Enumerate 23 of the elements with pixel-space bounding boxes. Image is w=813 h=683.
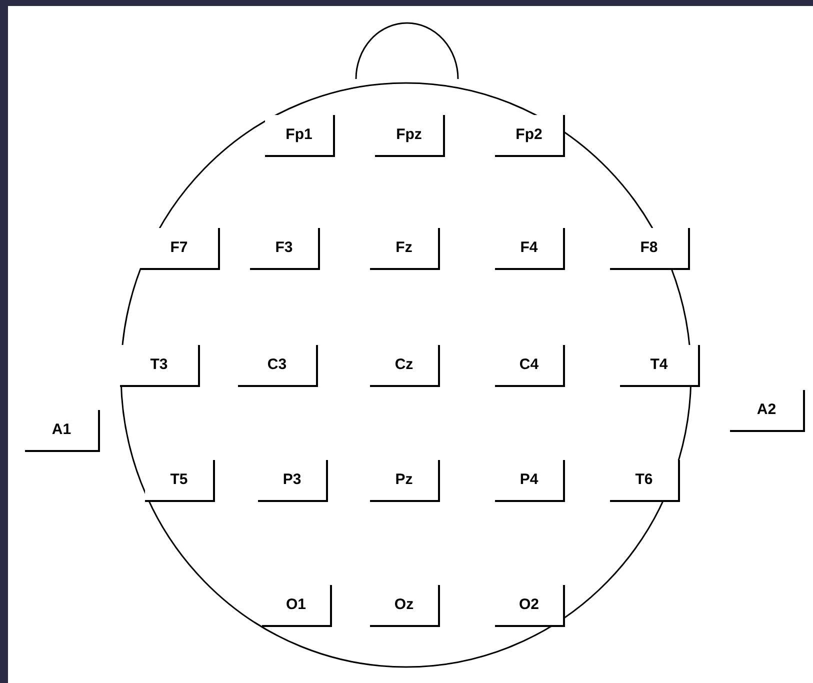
electrode-label: A1	[25, 410, 100, 452]
electrode-label: C4	[495, 345, 565, 387]
electrode-label: T3	[120, 345, 200, 387]
electrode-label: T4	[620, 345, 700, 387]
electrode-label: P4	[495, 460, 565, 502]
electrode-label: F4	[495, 228, 565, 270]
electrode-label: T5	[145, 460, 215, 502]
electrode-label: Cz	[370, 345, 440, 387]
electrode-label: O1	[262, 585, 332, 627]
electrode-label: T6	[610, 460, 680, 502]
electrode-label: Fz	[370, 228, 440, 270]
electrode-label: Fp2	[495, 115, 565, 157]
electrode-label: Fpz	[375, 115, 445, 157]
electrode-label: A2	[730, 390, 805, 432]
electrode-label: Oz	[370, 585, 440, 627]
electrode-label: F8	[610, 228, 690, 270]
electrode-label: C3	[238, 345, 318, 387]
electrode-label: P3	[258, 460, 328, 502]
electrode-label: Fp1	[265, 115, 335, 157]
electrode-label: F7	[140, 228, 220, 270]
electrode-label: O2	[495, 585, 565, 627]
electrode-label: Pz	[370, 460, 440, 502]
electrode-label: F3	[250, 228, 320, 270]
